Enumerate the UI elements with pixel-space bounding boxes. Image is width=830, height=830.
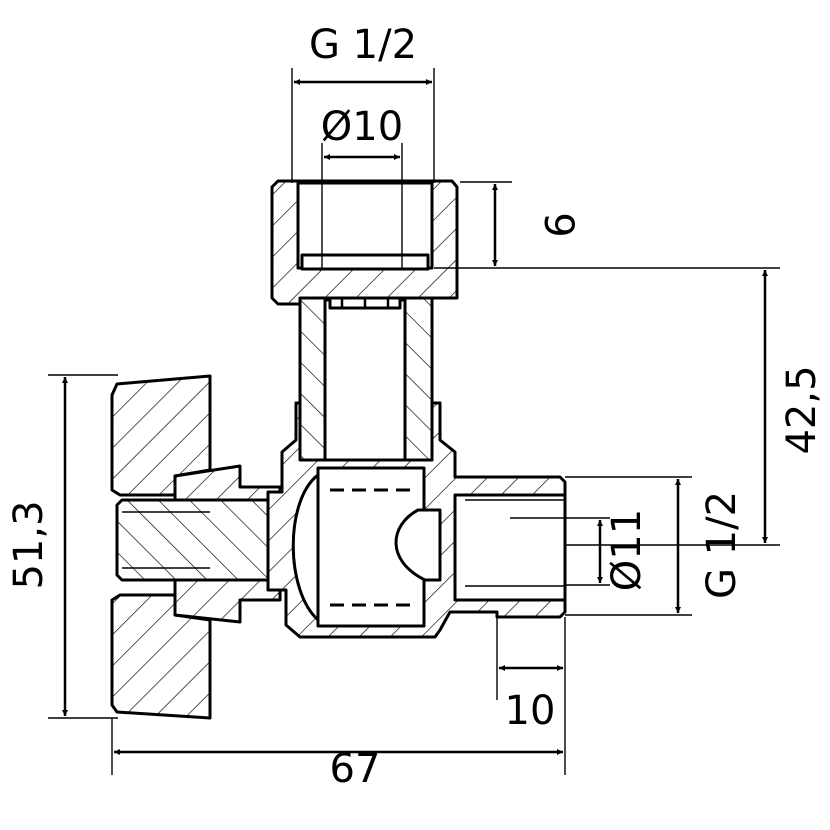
dim-label-nut-depth: 9: [535, 212, 581, 237]
dim-label-height-to-outlet: 42,5: [779, 365, 825, 454]
dim-nut-depth: 9: [434, 181, 780, 269]
dim-outlet-length: 10: [496, 617, 566, 775]
riser-pipe: [298, 270, 434, 462]
dim-label-handle-height: 51,3: [6, 500, 52, 589]
dim-label-top-thread: G 1/2: [309, 22, 417, 68]
dim-outlet-thread: G 1/2: [565, 476, 745, 616]
dim-outlet-bore: Ø11: [510, 509, 650, 591]
dim-label-outlet-length: 10: [505, 688, 556, 734]
union-nut: [270, 179, 459, 306]
dim-top-bore: Ø10: [321, 104, 403, 268]
dim-label-overall-length: 67: [330, 746, 381, 792]
dim-label-top-bore: Ø10: [321, 104, 403, 150]
dim-label-outlet-thread: G 1/2: [699, 491, 745, 599]
dim-label-outlet-bore: Ø11: [604, 509, 650, 591]
dim-overall-length: 67: [111, 718, 563, 792]
dim-top-thread: G 1/2: [291, 22, 435, 183]
dim-handle-height: 51,3: [6, 374, 118, 719]
dim-height-to-outlet: 42,5: [565, 270, 825, 546]
